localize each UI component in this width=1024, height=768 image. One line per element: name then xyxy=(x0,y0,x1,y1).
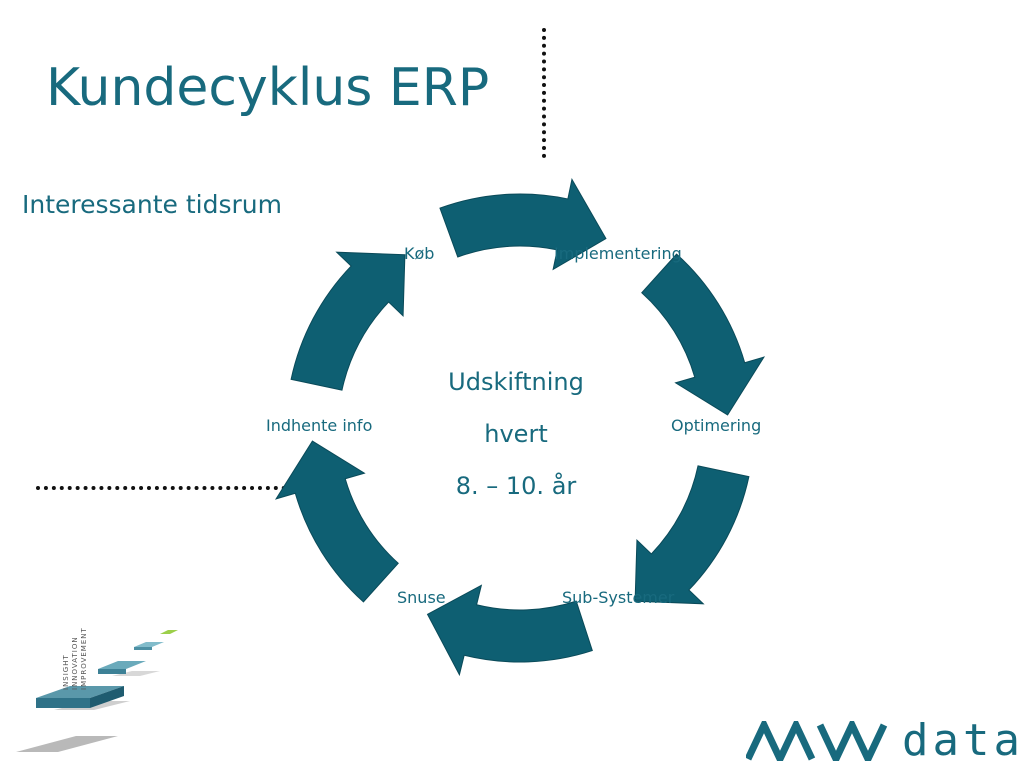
arrow-optimering-to-sub-systemer xyxy=(634,465,750,605)
plate-large-side xyxy=(90,686,124,708)
vertical-dotted-line xyxy=(542,28,546,158)
stage-label-kob: Køb xyxy=(404,244,435,263)
plate-large-edge xyxy=(36,698,90,708)
plate-small xyxy=(134,642,164,647)
tagline-insight: INSIGHT xyxy=(62,654,70,690)
company-logo: data xyxy=(746,718,1024,764)
plate-medium xyxy=(98,661,146,669)
plate-shadow xyxy=(112,671,160,676)
tagline-improvement: IMPROVEMENT xyxy=(80,627,88,690)
decorative-stacked-plates xyxy=(16,630,178,752)
stage-label-indhente-info: Indhente info xyxy=(266,416,373,435)
center-text-line-3: 8. – 10. år xyxy=(455,472,577,500)
slide-title: Kundecyklus ERP xyxy=(46,58,490,118)
plate-tiny-green xyxy=(160,630,178,634)
tagline-vertical: INSIGHT INNOVATION IMPROVEMENT xyxy=(62,627,89,690)
center-text-line-2: hvert xyxy=(484,420,548,448)
stage-label-sub-systemer: Sub-Systemer xyxy=(562,588,675,607)
arrow-indhente-info-to-kob xyxy=(290,251,406,391)
arrow-sub-systemer-to-snuse xyxy=(426,584,593,677)
arrow-snuse-to-indhente-info xyxy=(274,440,399,603)
plate-large xyxy=(36,686,124,698)
tagline-innovation: INNOVATION xyxy=(71,636,79,690)
plate-shadow xyxy=(16,736,118,752)
stage-label-optimering: Optimering xyxy=(671,416,762,435)
logo-mw-mark xyxy=(746,721,888,761)
center-text-line-1: Udskiftning xyxy=(448,368,584,396)
plate-medium-edge xyxy=(98,669,126,674)
horizontal-dotted-line xyxy=(36,486,294,490)
stage-label-implementering: Implementering xyxy=(554,244,682,263)
arrow-implementering-to-optimering xyxy=(641,253,766,416)
slide-subtitle: Interessante tidsrum xyxy=(22,190,282,219)
arrow-kob-to-implementering xyxy=(439,177,607,271)
plate-small-edge xyxy=(134,647,152,650)
logo-wordmark: data xyxy=(902,715,1024,766)
stage-label-snuse: Snuse xyxy=(397,588,446,607)
